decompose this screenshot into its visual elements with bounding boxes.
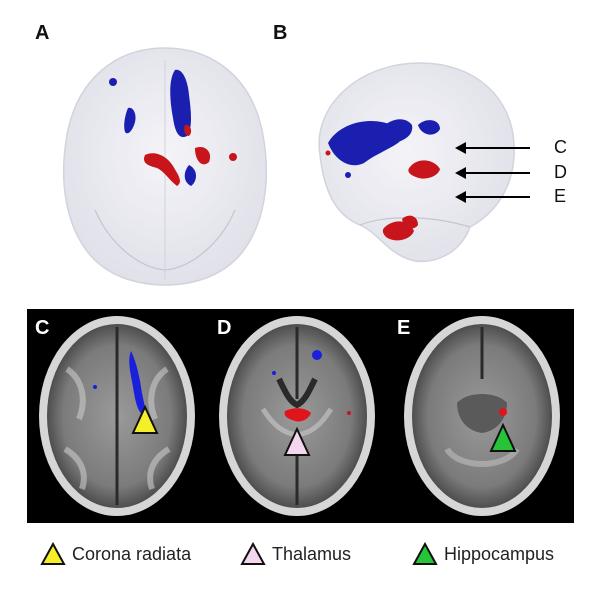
green-triangle-marker xyxy=(489,422,517,452)
blue-cluster-right-lower xyxy=(184,165,196,186)
arrow-label-d: D xyxy=(554,162,567,182)
brain-3d-top-view xyxy=(62,47,268,286)
blue-cluster-side-front xyxy=(418,120,440,135)
blue-cluster-small xyxy=(109,78,117,86)
yellow-triangle-icon xyxy=(40,542,66,565)
arrow-e-head xyxy=(455,191,466,203)
arrow-d-head xyxy=(455,167,466,179)
mri-slice-c xyxy=(39,316,195,516)
legend-item-hippocampus: Hippocampus xyxy=(412,540,554,568)
mri-slice-d xyxy=(219,316,375,516)
red-cluster-central-curve xyxy=(144,153,180,186)
red-cluster-thalamus xyxy=(284,408,311,422)
red-cluster-hippocampus xyxy=(499,408,507,416)
red-cluster-far-right xyxy=(229,153,237,161)
blue-cluster-side-arm xyxy=(379,119,413,144)
legend-label-hippocampus: Hippocampus xyxy=(444,543,555,564)
green-triangle-icon xyxy=(412,542,438,565)
arrow-label-c: C xyxy=(554,137,567,157)
red-cluster-side-thalamus xyxy=(408,160,440,179)
yellow-triangle-marker xyxy=(131,404,159,434)
arrow-c-head xyxy=(455,142,466,154)
legend-item-corona-radiata: Corona radiata xyxy=(40,540,191,568)
mri-slice-e xyxy=(404,316,560,516)
mri-slices xyxy=(39,316,560,516)
mri-label-e: E xyxy=(397,317,411,339)
pink-triangle-marker xyxy=(283,426,311,456)
blue-cluster-corona-radiata xyxy=(129,351,145,415)
mri-slices-strip: C D E xyxy=(27,309,574,523)
legend-label-thalamus: Thalamus xyxy=(272,543,352,564)
panel-label-b: B xyxy=(273,22,288,44)
panel-label-a: A xyxy=(35,22,50,44)
red-cluster-side-hippocampus-2 xyxy=(402,215,418,229)
legend-item-thalamus: Thalamus xyxy=(240,540,351,568)
red-cluster-right xyxy=(195,146,211,165)
blue-cluster-side-small xyxy=(345,172,351,178)
mri-label-c: C xyxy=(35,317,50,339)
blue-cluster-left-frontal xyxy=(124,107,136,134)
blue-cluster-right-long xyxy=(170,69,191,138)
red-cluster-right-upper xyxy=(184,124,192,136)
arrow-label-e: E xyxy=(554,186,567,206)
legend-label-corona-radiata: Corona radiata xyxy=(72,543,192,564)
brain-3d-side-view xyxy=(318,62,530,263)
mri-label-d: D xyxy=(217,317,232,339)
pink-triangle-icon xyxy=(240,542,266,565)
red-cluster-side-dot xyxy=(325,150,331,156)
